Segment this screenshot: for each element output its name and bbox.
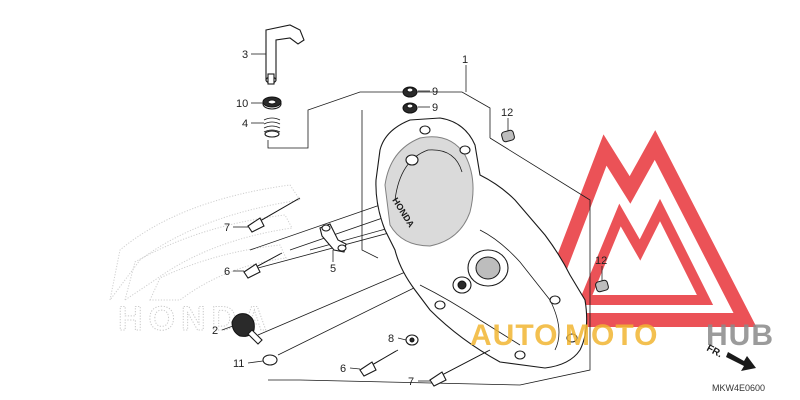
clutch-cover[interactable]: HONDA	[375, 117, 588, 369]
callout-12-upper: 12	[501, 107, 513, 119]
callout-6-lower: 6	[340, 363, 346, 375]
figure-code: MKW4E0600	[712, 383, 765, 393]
callout-9-lower: 9	[432, 102, 438, 114]
callout-4: 4	[242, 118, 248, 130]
watermark-word-auto: AUTO	[470, 319, 558, 352]
callout-11: 11	[233, 358, 244, 370]
part-12-dowel-pin-upper[interactable]	[501, 129, 515, 143]
callout-1: 1	[462, 54, 468, 66]
part-10-oil-seal[interactable]	[262, 96, 282, 110]
assembly-outline	[249, 91, 591, 386]
callout-7-lower: 7	[408, 376, 414, 388]
callout-5: 5	[330, 263, 336, 275]
part-11-o-ring[interactable]	[262, 354, 278, 366]
leader-lines	[221, 53, 603, 382]
callout-8: 8	[388, 333, 394, 345]
watermark-logo-mark	[529, 130, 757, 327]
part-6-bolt-upper[interactable]	[243, 252, 283, 279]
part-4-spring[interactable]	[263, 117, 281, 138]
part-7-bolt-lower[interactable]	[429, 349, 491, 387]
callout-6-upper: 6	[224, 266, 230, 278]
part-6-bolt-lower[interactable]	[359, 349, 399, 377]
callout-10: 10	[236, 98, 248, 110]
part-9-seal-upper[interactable]	[402, 86, 418, 98]
callout-7-upper: 7	[224, 222, 230, 234]
callout-2: 2	[212, 325, 218, 337]
watermark-word-moto: MOTO	[565, 319, 658, 352]
part-5-bracket[interactable]	[319, 223, 347, 253]
part-9-seal-lower[interactable]	[402, 102, 418, 114]
front-arrow-icon	[726, 352, 756, 371]
callout-9-upper: 9	[432, 86, 438, 98]
part-3-lever-shaft[interactable]	[265, 24, 305, 85]
watermark-wordmark: AUTO MOTO HUB	[470, 319, 774, 352]
part-8-washer[interactable]	[405, 334, 419, 346]
part-7-bolt-upper[interactable]	[247, 197, 301, 233]
watermark-word-hub: HUB	[706, 319, 774, 352]
callout-3: 3	[242, 49, 248, 61]
honda-wing-background-logo: HONDA	[109, 184, 301, 339]
part-12-dowel-pin-lower[interactable]	[595, 279, 609, 293]
part-2-oil-filler-cap[interactable]	[231, 313, 263, 345]
callout-12-lower: 12	[595, 255, 607, 267]
